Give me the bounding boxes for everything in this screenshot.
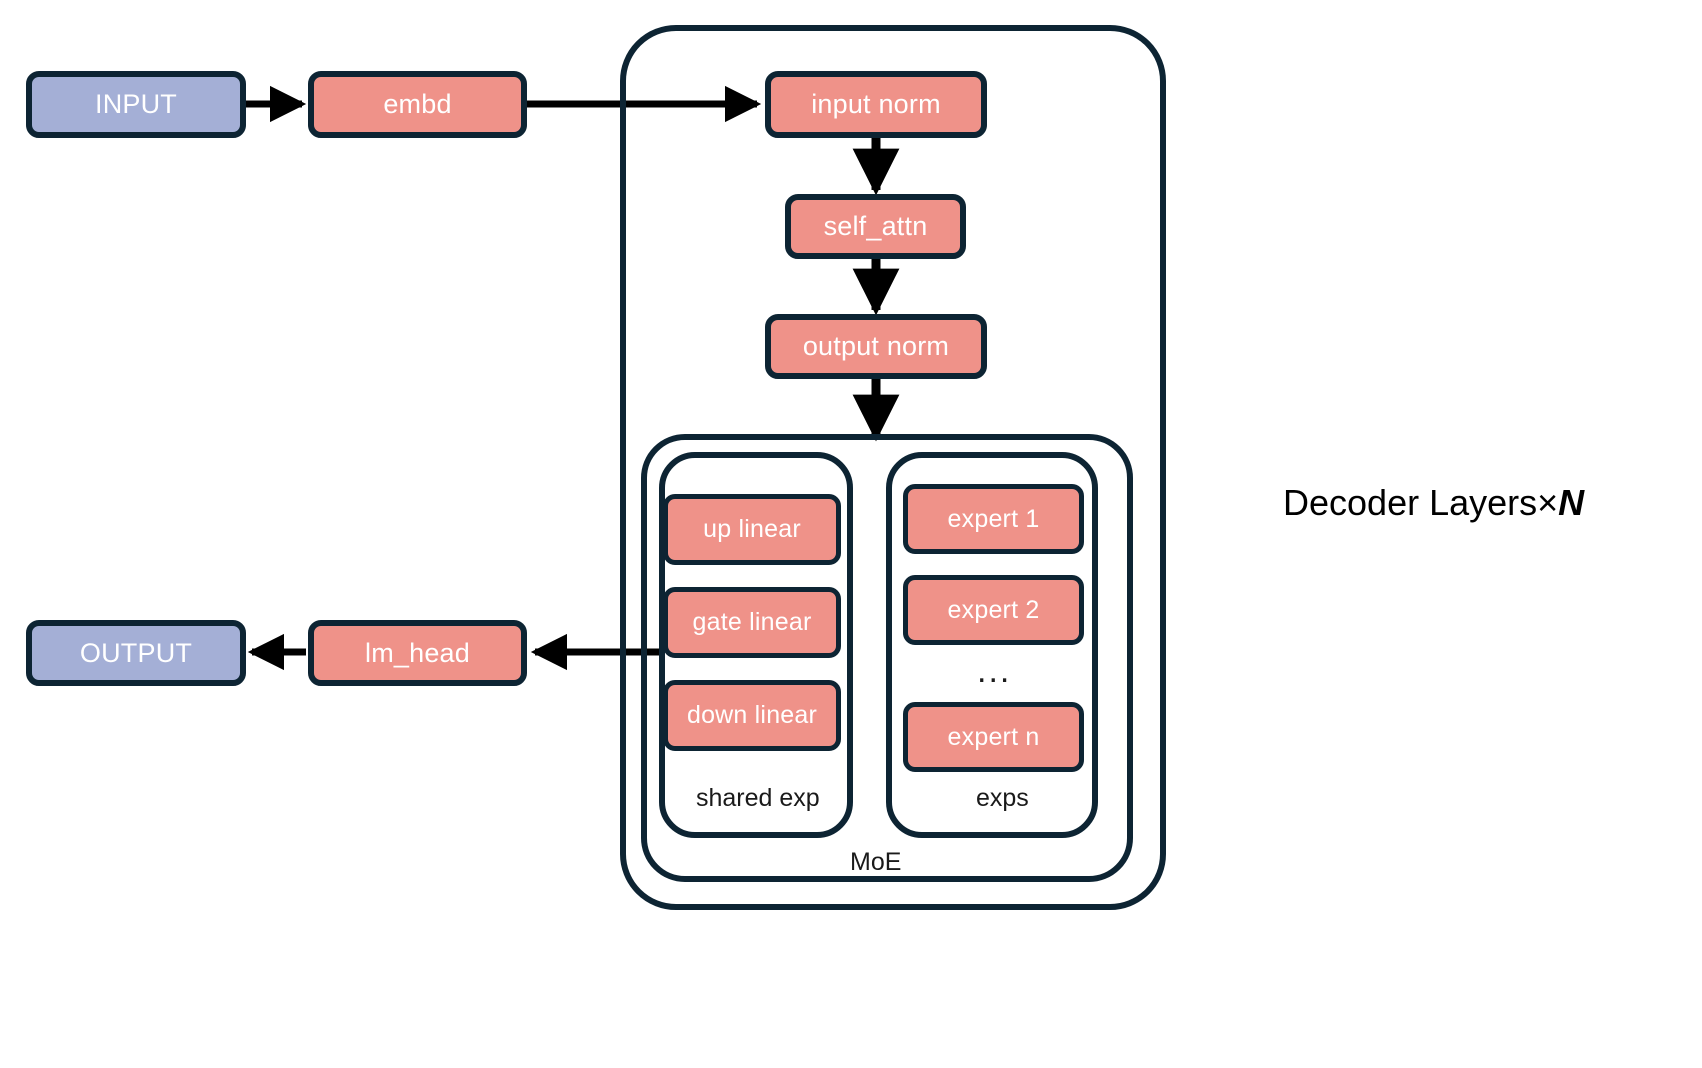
node-input-label: INPUT	[95, 89, 177, 119]
node-input-norm-label: input norm	[811, 89, 941, 119]
node-up-linear-label: up linear	[703, 515, 801, 543]
node-up-linear[interactable]: up linear	[663, 494, 841, 565]
node-output-norm-label: output norm	[802, 331, 950, 361]
experts-ellipsis: ...	[977, 652, 1012, 690]
node-down-linear-label: down linear	[686, 701, 818, 729]
node-expert-1-label: expert 1	[947, 504, 1040, 533]
node-input[interactable]: INPUT	[26, 71, 246, 138]
moe-label: MoE	[846, 850, 906, 875]
decoder-layers-caption: Decoder Layers×N	[1283, 485, 1584, 521]
node-input-norm[interactable]: input norm	[765, 71, 987, 138]
node-output-norm[interactable]: output norm	[765, 314, 987, 379]
node-embd[interactable]: embd	[308, 71, 527, 138]
node-expert-2[interactable]: expert 2	[903, 575, 1084, 645]
node-gate-linear-label: gate linear	[692, 608, 812, 636]
node-gate-linear[interactable]: gate linear	[663, 587, 841, 658]
node-output[interactable]: OUTPUT	[26, 620, 246, 686]
shared-expert-panel	[659, 452, 853, 838]
node-lm-head-label: lm_head	[365, 637, 470, 668]
node-expert-1[interactable]: expert 1	[903, 484, 1084, 554]
node-expert-n-label: expert n	[947, 722, 1040, 751]
node-output-label: OUTPUT	[79, 637, 193, 668]
node-self-attn[interactable]: self_attn	[785, 194, 966, 259]
node-down-linear[interactable]: down linear	[663, 680, 841, 751]
node-expert-2-label: expert 2	[947, 595, 1040, 624]
experts-label: exps	[976, 784, 1029, 812]
shared-expert-label: shared exp	[696, 784, 820, 812]
node-self-attn-label: self_attn	[823, 211, 928, 241]
node-embd-label: embd	[383, 89, 452, 119]
node-lm-head[interactable]: lm_head	[308, 620, 527, 686]
decoder-layers-caption-text: Decoder Layers×	[1283, 482, 1559, 523]
decoder-layers-count-symbol: N	[1558, 482, 1585, 523]
decoder-layers-container	[620, 25, 1166, 910]
experts-panel	[886, 452, 1098, 838]
node-expert-n[interactable]: expert n	[903, 702, 1084, 772]
